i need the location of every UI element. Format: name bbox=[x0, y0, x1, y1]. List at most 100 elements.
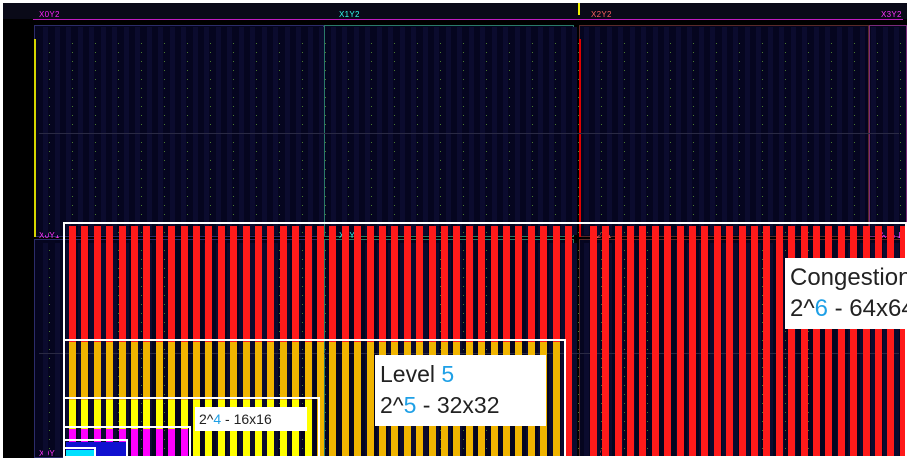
fabric-column bbox=[549, 27, 554, 235]
fabric-row-divider bbox=[39, 133, 899, 134]
fabric-site bbox=[670, 43, 671, 44]
fabric-site bbox=[624, 61, 625, 62]
fabric-site bbox=[555, 142, 556, 143]
fabric-site bbox=[578, 304, 579, 305]
fabric-column bbox=[572, 27, 577, 235]
fabric-site bbox=[624, 115, 625, 116]
fabric-site bbox=[670, 169, 671, 170]
fabric-site bbox=[417, 43, 418, 44]
fabric-site bbox=[279, 331, 280, 332]
fabric-site bbox=[348, 196, 349, 197]
fabric-site bbox=[279, 52, 280, 53]
fabric-site bbox=[210, 106, 211, 107]
fabric-column bbox=[572, 243, 577, 456]
fabric-site bbox=[601, 61, 602, 62]
fabric-site bbox=[440, 79, 441, 80]
fabric-site bbox=[72, 205, 73, 206]
fabric-site bbox=[164, 358, 165, 359]
fabric-site bbox=[762, 88, 763, 89]
fabric-site bbox=[877, 70, 878, 71]
fabric-site bbox=[716, 61, 717, 62]
fabric-site bbox=[118, 322, 119, 323]
fabric-site bbox=[233, 196, 234, 197]
fabric-site bbox=[72, 79, 73, 80]
fabric-site bbox=[808, 115, 809, 116]
fabric-site bbox=[785, 88, 786, 89]
fabric-site bbox=[808, 169, 809, 170]
fabric-site bbox=[762, 385, 763, 386]
fabric-site bbox=[417, 214, 418, 215]
fabric-site bbox=[601, 295, 602, 296]
fabric-site bbox=[49, 277, 50, 278]
fabric-site bbox=[325, 313, 326, 314]
fabric-site bbox=[693, 115, 694, 116]
fabric-site bbox=[95, 61, 96, 62]
congestion-bar-level6 bbox=[875, 226, 882, 458]
fabric-site bbox=[440, 196, 441, 197]
fabric-site bbox=[486, 115, 487, 116]
fabric-site bbox=[118, 205, 119, 206]
fabric-site bbox=[256, 79, 257, 80]
fabric-site bbox=[164, 160, 165, 161]
fabric-site bbox=[256, 151, 257, 152]
fabric-site bbox=[440, 322, 441, 323]
fabric-site bbox=[762, 304, 763, 305]
fabric-site bbox=[164, 115, 165, 116]
fabric-site bbox=[670, 178, 671, 179]
fabric-column bbox=[434, 27, 439, 235]
fabric-site bbox=[118, 196, 119, 197]
fabric-site bbox=[325, 178, 326, 179]
fabric-site bbox=[187, 151, 188, 152]
fabric-site bbox=[601, 115, 602, 116]
fabric-column bbox=[124, 243, 129, 456]
clock-region-label: X0Y2 bbox=[39, 10, 60, 19]
fabric-site bbox=[785, 43, 786, 44]
fabric-site bbox=[762, 142, 763, 143]
fabric-site bbox=[900, 79, 901, 80]
fabric-site bbox=[325, 250, 326, 251]
fabric-site bbox=[509, 160, 510, 161]
fabric-site bbox=[647, 61, 648, 62]
fabric-site bbox=[578, 79, 579, 80]
fabric-site bbox=[877, 160, 878, 161]
fabric-site bbox=[141, 151, 142, 152]
fabric-site bbox=[72, 70, 73, 71]
fabric-site bbox=[302, 331, 303, 332]
fabric-site bbox=[233, 187, 234, 188]
congestion-bar-level6 bbox=[677, 226, 684, 458]
fabric-site bbox=[693, 205, 694, 206]
fabric-site bbox=[49, 232, 50, 233]
fabric-site bbox=[762, 331, 763, 332]
fabric-column bbox=[791, 27, 796, 235]
fabric-site bbox=[693, 88, 694, 89]
fabric-site bbox=[440, 160, 441, 161]
fabric-site bbox=[578, 295, 579, 296]
congestion-bar-level5 bbox=[354, 342, 361, 458]
fabric-site bbox=[164, 196, 165, 197]
fabric-site bbox=[762, 106, 763, 107]
fabric-site bbox=[95, 124, 96, 125]
fabric-site bbox=[325, 448, 326, 449]
fabric-column bbox=[423, 243, 428, 456]
fabric-site bbox=[486, 196, 487, 197]
fabric-site bbox=[210, 187, 211, 188]
fabric-column bbox=[250, 27, 255, 235]
fabric-site bbox=[325, 304, 326, 305]
fabric-column bbox=[434, 243, 439, 456]
fabric-site bbox=[302, 403, 303, 404]
fabric-site bbox=[601, 205, 602, 206]
fabric-site bbox=[233, 142, 234, 143]
fabric-site bbox=[486, 178, 487, 179]
fabric-site bbox=[141, 358, 142, 359]
fabric-site bbox=[325, 268, 326, 269]
fabric-site bbox=[854, 97, 855, 98]
congestion-size: 2^6 - 64x64 bbox=[790, 293, 907, 324]
fabric-site bbox=[49, 259, 50, 260]
fabric-site bbox=[762, 286, 763, 287]
fabric-site bbox=[762, 79, 763, 80]
fabric-site bbox=[739, 205, 740, 206]
congestion-bar-level6 bbox=[763, 226, 770, 458]
fabric-site bbox=[463, 214, 464, 215]
fabric-site bbox=[141, 277, 142, 278]
fabric-site bbox=[72, 115, 73, 116]
